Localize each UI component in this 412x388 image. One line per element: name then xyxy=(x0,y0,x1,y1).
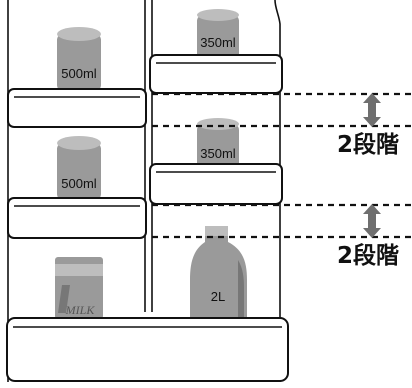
right-lower-pocket: 350ml xyxy=(149,118,283,205)
bottle-350ml-upper: 350ml xyxy=(197,9,239,60)
milk-label: MILK xyxy=(65,303,96,317)
adjustment-indicator-upper: 2段階 xyxy=(337,93,399,158)
bottle-350ml-lower: 350ml xyxy=(197,118,239,172)
shelf-pocket-right-lower xyxy=(149,163,283,205)
bottle-500ml-upper: 500ml xyxy=(57,27,101,91)
shelf-pocket-left-upper xyxy=(7,88,147,128)
milk-carton: MILK xyxy=(55,257,103,319)
bottle-2l: 2L xyxy=(190,226,247,320)
right-upper-pocket: 350ml xyxy=(149,9,283,94)
left-upper-pocket: 500ml xyxy=(7,27,147,128)
double-arrow-icon xyxy=(363,93,381,127)
step-label-lower: 2段階 xyxy=(337,242,399,269)
door-frame xyxy=(7,0,281,382)
bottle-label: 2L xyxy=(211,289,225,304)
shelf-pocket-left-lower xyxy=(7,197,147,239)
bottom-pocket: MILK 2L xyxy=(6,226,289,382)
right-door-rail xyxy=(274,0,281,382)
bottle-label: 350ml xyxy=(200,35,236,50)
shelf-pocket-right-upper xyxy=(149,54,283,94)
bottle-label: 500ml xyxy=(61,176,97,191)
left-lower-pocket: 500ml xyxy=(7,136,147,239)
double-arrow-icon xyxy=(363,204,381,238)
bottle-500ml-lower: 500ml xyxy=(57,136,101,200)
step-label-upper: 2段階 xyxy=(337,131,399,158)
shelf-pocket-bottom xyxy=(6,317,289,382)
bottle-label: 500ml xyxy=(61,66,97,81)
bottle-label: 350ml xyxy=(200,146,236,161)
adjustment-indicator-lower: 2段階 xyxy=(337,204,399,269)
